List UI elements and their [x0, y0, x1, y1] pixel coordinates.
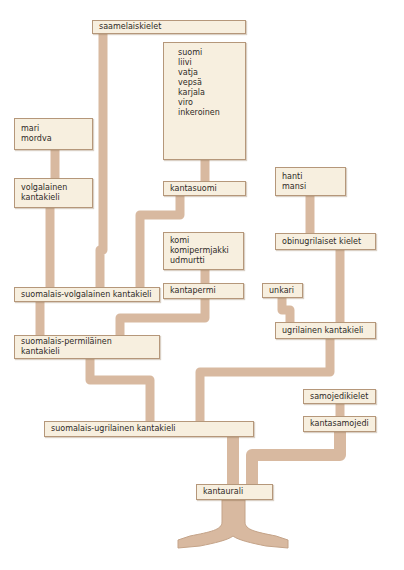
tree-branch: [200, 339, 330, 421]
tree-branch: [201, 270, 210, 283]
language-name: udmurtti: [170, 256, 205, 266]
language-box: obinugrilaiset kielet: [275, 233, 376, 250]
language-name: viro: [178, 98, 193, 108]
tree-branch: [336, 404, 345, 416]
language-box: volgalainen kantakieli: [14, 178, 93, 208]
language-name: karjala: [178, 88, 205, 98]
language-box: suomalais-ugrilainen kantakieli: [44, 421, 254, 437]
tree-branch: [46, 208, 55, 287]
language-box: suomalais-volgalainen kantakieli: [14, 287, 160, 302]
language-name: suomi: [178, 48, 202, 58]
tree-branch: [51, 150, 60, 178]
language-box: suomalais-permiläinen kantakieli: [14, 335, 160, 359]
language-name: kantasuomi: [170, 184, 217, 194]
language-box: kantasuomi: [163, 181, 246, 196]
language-name: suomalais-permiläinen kantakieli: [21, 337, 153, 357]
language-name: unkari: [269, 286, 294, 296]
tree-branch: [100, 34, 103, 287]
language-box: kantapermi: [163, 283, 244, 299]
language-name: liivi: [178, 58, 192, 68]
language-name: mordva: [21, 134, 52, 144]
tree-stand: [178, 500, 288, 548]
language-box: marimordva: [14, 118, 93, 150]
language-name: vepsä: [178, 78, 202, 88]
language-name: mansi: [282, 182, 306, 192]
language-name: kantapermi: [170, 286, 216, 296]
language-name: vatja: [178, 68, 198, 78]
tree-branch: [36, 302, 45, 335]
language-box: unkari: [262, 283, 303, 298]
language-box: saamelaiskielet: [92, 20, 246, 34]
language-box: komikomipermjakkiudmurtti: [163, 232, 244, 270]
language-name: komi: [170, 236, 189, 246]
tree-branch: [227, 437, 239, 484]
tree-branch: [252, 432, 340, 484]
tree-branch: [90, 359, 150, 421]
language-name: mari: [21, 124, 39, 134]
language-name: obinugrilaiset kielet: [282, 237, 361, 247]
language-name: inkeroinen: [178, 108, 220, 118]
tree-branch: [282, 298, 290, 322]
language-box: kantasamojedi: [303, 416, 376, 432]
tree-branch: [306, 196, 315, 233]
language-box: ugrilainen kantakieli: [275, 322, 376, 339]
language-name: volgalainen kantakieli: [21, 183, 86, 203]
language-name: hanti: [282, 172, 302, 182]
tree-branch: [201, 160, 210, 181]
language-name: suomalais-volgalainen kantakieli: [21, 290, 152, 300]
tree-branch: [120, 299, 205, 335]
tree-branch: [336, 250, 345, 322]
language-box: hantimansi: [275, 167, 346, 196]
language-box: kantaurali: [196, 484, 273, 500]
language-box: suomiliivivatjavepsäkarjalaviroinkeroine…: [163, 42, 246, 160]
language-name: kantaurali: [203, 487, 243, 497]
language-name: suomalais-ugrilainen kantakieli: [51, 424, 176, 434]
language-name: saamelaiskielet: [99, 22, 161, 32]
language-box: samojedikielet: [303, 389, 376, 404]
language-name: kantasamojedi: [310, 419, 369, 429]
language-name: komipermjakki: [170, 246, 229, 256]
language-name: samojedikielet: [310, 392, 368, 402]
language-name: ugrilainen kantakieli: [282, 326, 363, 336]
